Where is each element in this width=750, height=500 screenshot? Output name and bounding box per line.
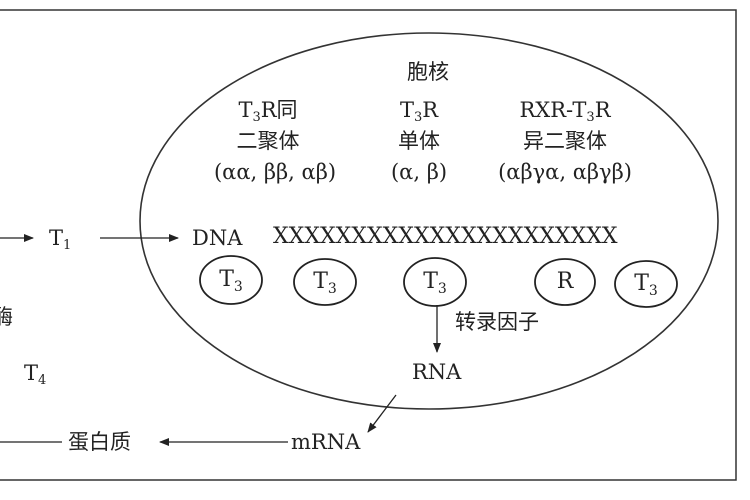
col1-line1-pre: T <box>238 98 253 122</box>
col2-line1-sub: 3 <box>413 110 423 125</box>
transcription-factor-label: 转录因子 <box>455 310 539 334</box>
col3-line3: (αβγα, αβγβ) <box>498 160 632 184</box>
circle-t3-4 <box>614 260 678 308</box>
col3-line1-sub: 3 <box>586 110 595 125</box>
protein-label: 蛋白质 <box>68 430 131 454</box>
t4-pre: T <box>24 361 39 385</box>
outer-frame <box>0 9 737 481</box>
rna-label: RNA <box>412 360 462 384</box>
col1-line1-sub: 3 <box>252 110 261 125</box>
t4-label: T4 <box>24 361 47 388</box>
circle-r <box>534 258 596 306</box>
circle-r-label: R <box>556 269 574 294</box>
col2-line1: T3R <box>399 98 439 125</box>
t1-sub: 1 <box>63 238 72 253</box>
col3-line2: 异二聚体 <box>523 129 607 153</box>
circle-t3-3 <box>403 257 467 307</box>
nucleus-ellipse <box>139 32 719 410</box>
circle-t3-2-label: T3 <box>313 269 337 297</box>
mrna-label: mRNA <box>291 430 361 454</box>
left-partial-char: 酶 <box>0 305 13 329</box>
col2-line1-pre: T <box>399 98 414 122</box>
dna-label: DNA <box>192 226 243 250</box>
col2-line2: 单体 <box>398 129 440 153</box>
circle-t3-3-label: T3 <box>423 269 447 297</box>
circle-t3-1 <box>199 255 263 305</box>
col1-line1: T3R同 <box>238 98 298 125</box>
col3-line1: RXR-T3R <box>519 98 611 125</box>
t1-pre: T <box>49 226 64 250</box>
col3-line1-pre: RXR-T <box>519 98 587 122</box>
circle-t3-1-label: T3 <box>219 267 243 295</box>
t4-sub: 4 <box>38 373 47 388</box>
col2-line1-post: R <box>422 98 439 122</box>
dna-strand: XXXXXXXXXXXXXXXXXXXXXX <box>273 224 618 249</box>
arrow-rna-to-mrna <box>367 394 397 433</box>
t1-label: T1 <box>49 226 72 253</box>
col1-line3: (αα, ββ, αβ) <box>213 160 337 184</box>
circle-t3-2 <box>293 258 357 306</box>
col3-line1-post: R <box>594 98 611 122</box>
nucleus-title: 胞核 <box>407 60 449 84</box>
circle-t3-4-label: T3 <box>634 271 658 299</box>
col2-line3: (α, β) <box>390 160 448 184</box>
col1-line2: 二聚体 <box>236 129 300 153</box>
col1-line1-post: R同 <box>260 98 298 122</box>
